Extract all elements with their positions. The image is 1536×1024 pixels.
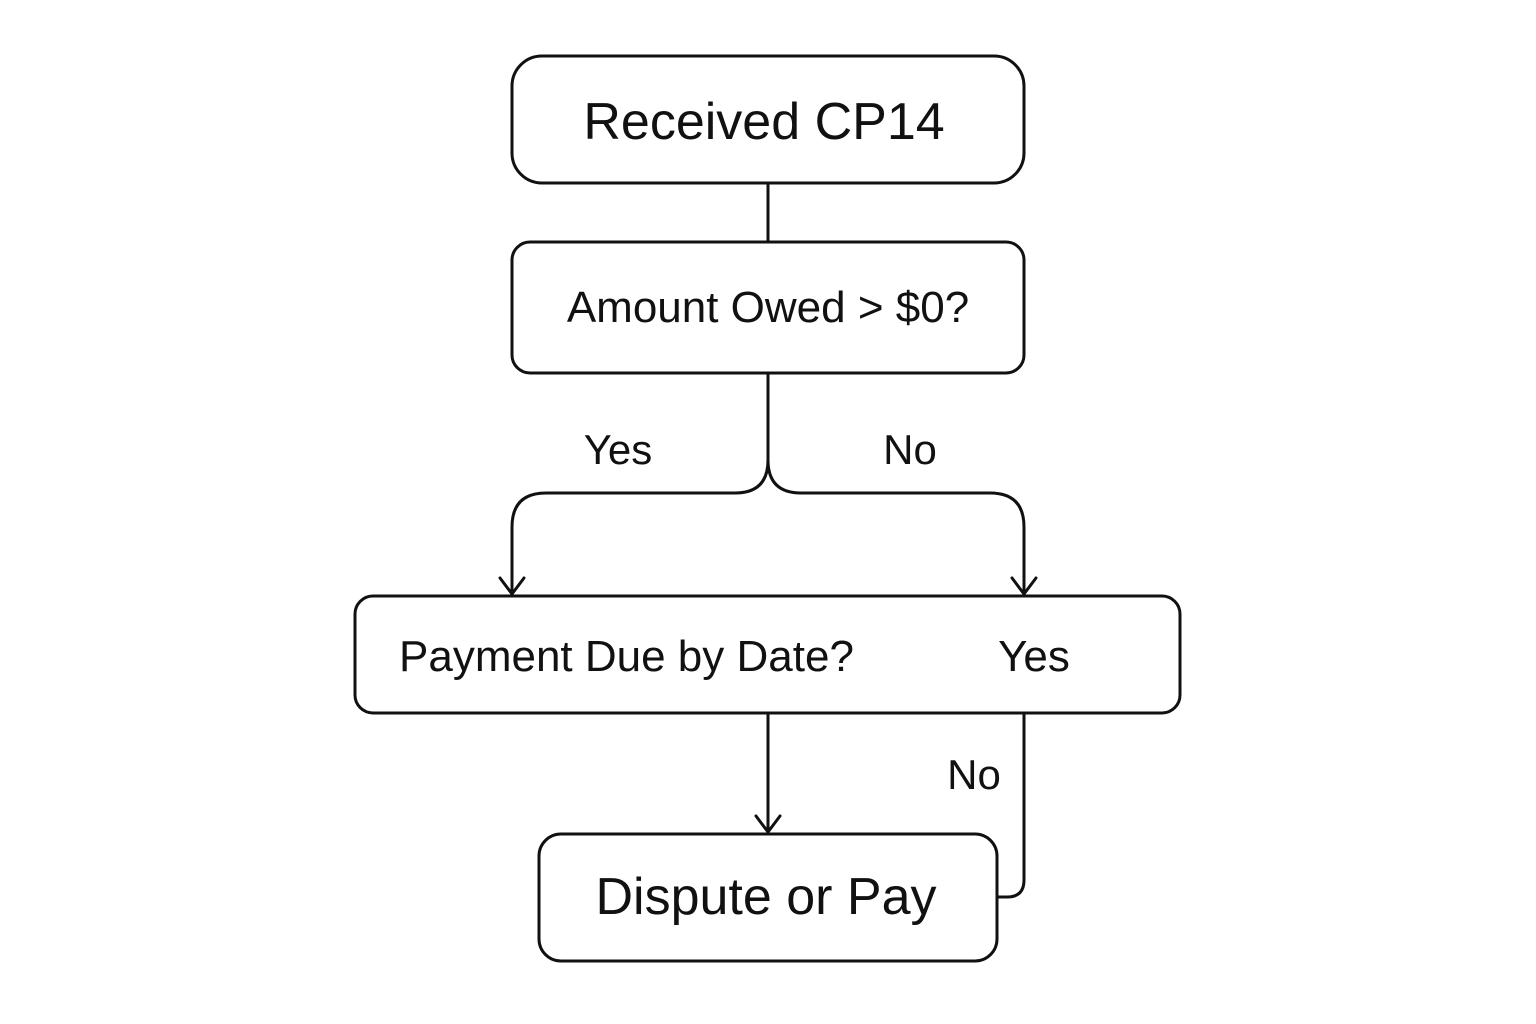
node-received-cp14: Received CP14 xyxy=(510,54,1026,185)
arrowhead-amount-yes xyxy=(498,576,526,596)
node-received-cp14-label: Received CP14 xyxy=(583,93,944,151)
node-dispute-or-pay-label: Dispute or Pay xyxy=(595,868,936,926)
edge-label-payment-no: No xyxy=(947,751,1001,798)
node-payment-due-label: Payment Due by Date? xyxy=(399,632,854,681)
arrowhead-payment-to-dispute xyxy=(754,814,782,834)
connector-payment-no xyxy=(995,711,1026,899)
node-payment-due: Payment Due by Date? Yes xyxy=(353,594,1182,715)
node-dispute-or-pay: Dispute or Pay xyxy=(537,832,999,963)
arrowhead-amount-no xyxy=(1010,576,1038,596)
node-payment-due-yes-label: Yes xyxy=(998,632,1070,681)
connector-amount-yes xyxy=(510,371,770,594)
node-amount-owed-label: Amount Owed > $0? xyxy=(567,283,969,332)
edge-label-amount-no: No xyxy=(883,426,937,473)
node-amount-owed: Amount Owed > $0? xyxy=(510,240,1026,375)
edge-label-amount-yes: Yes xyxy=(584,426,653,473)
connector-amount-no xyxy=(766,458,1026,594)
